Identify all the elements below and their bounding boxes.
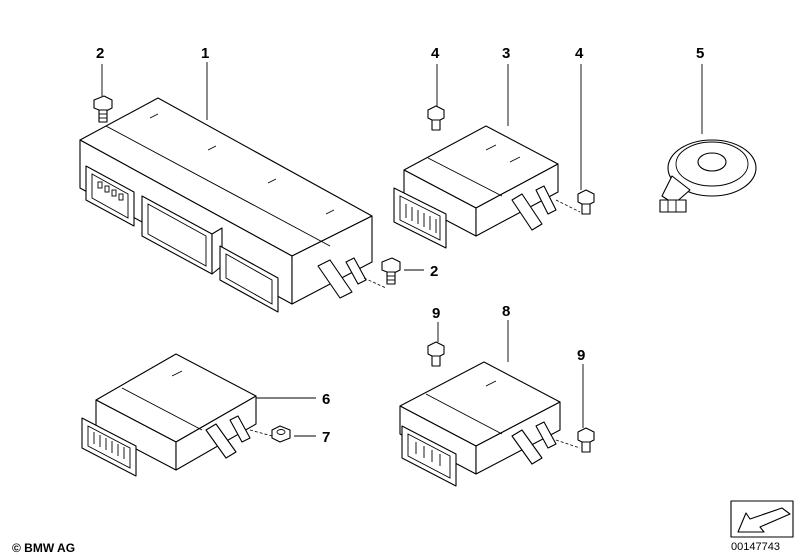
part-6-module — [81, 353, 257, 477]
callout-4-right: 4 — [575, 45, 584, 62]
callout-4-left: 4 — [431, 45, 440, 62]
screw-4-left — [427, 105, 445, 131]
nut-7 — [271, 425, 291, 443]
callout-2-upper: 2 — [96, 45, 104, 62]
part-1-control-module — [79, 97, 373, 313]
arrow-down-left-icon — [730, 500, 794, 538]
part-number-text: 00147743 — [731, 541, 780, 553]
callout-9-left: 9 — [432, 305, 440, 322]
callout-7: 7 — [322, 429, 330, 446]
leader-lines — [101, 62, 703, 437]
callout-5: 5 — [696, 45, 704, 62]
screw-4-right — [577, 189, 595, 215]
part-5-ring-sensor — [659, 139, 757, 213]
callout-9-right: 9 — [577, 347, 585, 364]
callout-1: 1 — [201, 45, 209, 62]
screw-2-lower — [381, 257, 401, 285]
screw-2-upper — [93, 95, 113, 123]
callout-6: 6 — [322, 391, 330, 408]
callout-8: 8 — [502, 303, 510, 320]
callout-2-lower: 2 — [430, 263, 438, 280]
screw-9-right — [577, 427, 595, 453]
callout-3: 3 — [502, 45, 510, 62]
part-8-module — [399, 361, 561, 487]
copyright-text: © BMW AG — [12, 541, 76, 555]
part-3-module — [393, 125, 559, 249]
screw-9-left — [427, 341, 445, 367]
